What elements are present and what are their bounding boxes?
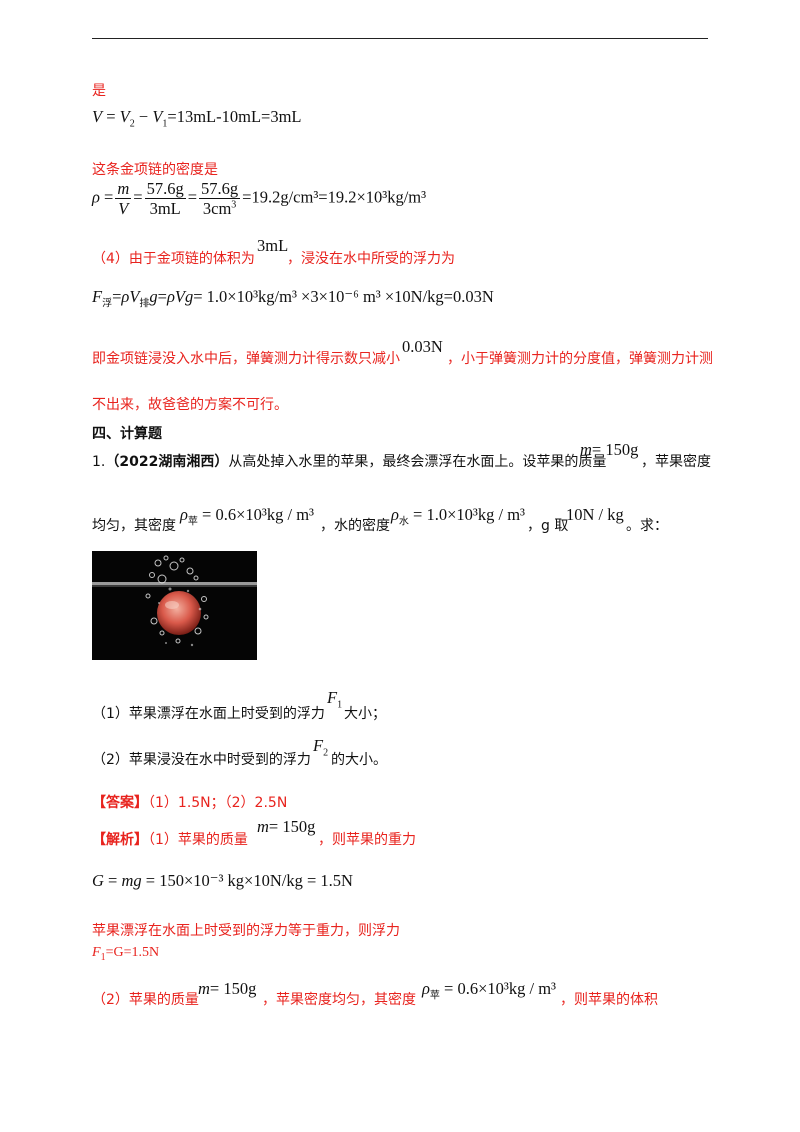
step2-mass: m= 150g: [198, 979, 257, 998]
analysis-text-a: （1）苹果的质量: [148, 832, 248, 848]
buoyancy-result: = 1.0×10³kg/m³ ×3×10⁻⁶ m³ ×10N/kg=0.03N: [193, 287, 494, 306]
decrease-value: 0.03N: [402, 337, 443, 356]
sub-question-2-b: 的大小。: [331, 752, 387, 768]
step2-text-a: （2）苹果的质量: [92, 992, 199, 1008]
text-shi: 是: [92, 83, 106, 99]
float-text: 苹果漂浮在水面上时受到的浮力等于重力，则浮力: [92, 923, 400, 939]
analysis-label: 【解析】: [92, 832, 148, 848]
question-text-e: ，g 取: [527, 518, 569, 534]
answer-line: 【答案】（1）1.5N；（2）2.5N: [92, 792, 287, 812]
step4-text-b: ，浸没在水中所受的浮力为: [287, 251, 455, 267]
step2-text-b: ，苹果密度均匀，其密度: [262, 992, 416, 1008]
question-number: 1.: [92, 454, 106, 470]
question-1-line-1: 1.（2022湖南湘西）从高处掉入水里的苹果，最终会漂浮在水面上。设苹果的质量: [92, 451, 606, 471]
step2-text-c: ，则苹果的体积: [560, 992, 658, 1008]
question-mass: m= 150g: [580, 440, 639, 459]
question-text-c: 均匀，其密度: [92, 518, 176, 534]
analysis-mass: m= 150g: [257, 817, 316, 836]
apple-density: ρ苹 = 0.6×10³kg / m³: [180, 505, 314, 528]
sub-question-1-b: 大小；: [344, 706, 386, 722]
gravity-equation: G = mg = 150×10⁻³ kg×10N/kg = 1.5N: [92, 871, 353, 890]
answer-label: 【答案】: [92, 795, 148, 811]
question-text-b: ，苹果密度: [641, 454, 711, 470]
section-title: 四、计算题: [92, 426, 162, 442]
water-density: ρ水 = 1.0×10³kg / m³: [391, 505, 525, 528]
gravity-result: = 150×10⁻³ kg×10N/kg = 1.5N: [145, 871, 353, 890]
sub-question-1-a: （1）苹果漂浮在水面上时受到的浮力: [92, 706, 325, 722]
decrease-text-b: ，小于弹簧测力计的分度值，弹簧测力计测: [447, 351, 713, 367]
sub-question-2-a: （2）苹果浸没在水中时受到的浮力: [92, 752, 311, 768]
symbol-f2: F2: [313, 736, 329, 759]
question-text-a: 从高处掉入水里的苹果，最终会漂浮在水面上。设苹果的质量: [228, 454, 607, 470]
apple-water-photo: [92, 551, 257, 660]
volume-equation: V = V2 − V1=13mL-10mL=3mL: [92, 107, 302, 130]
density-result: =19.2g/cm³=19.2×10³kg/m³: [242, 187, 427, 207]
analysis-text-b: ，则苹果的重力: [318, 832, 416, 848]
volume-result: =13mL-10mL=3mL: [167, 107, 302, 126]
answer-text: （1）1.5N；（2）2.5N: [148, 795, 288, 811]
gravity-constant: 10N / kg: [566, 505, 624, 524]
analysis-line: 【解析】（1）苹果的质量: [92, 829, 248, 849]
symbol-f1: F1: [327, 688, 343, 711]
header-rule: [92, 38, 708, 39]
step4-volume: 3mL: [257, 236, 289, 255]
decrease-text-a: 即金项链浸没入水中后，弹簧测力计得示数只减小: [92, 351, 400, 367]
decrease-text-c: 不出来，故爸爸的方案不可行。: [92, 397, 288, 413]
question-text-d: ，水的密度: [320, 518, 390, 534]
step2-density: ρ苹 = 0.6×10³kg / m³: [422, 979, 556, 1002]
question-text-f: 。求：: [626, 518, 668, 534]
density-intro: 这条金项链的密度是: [92, 162, 218, 178]
step4-text-a: （4）由于金项链的体积为: [92, 251, 255, 267]
apple-splash-illustration: [92, 551, 257, 660]
question-source: （2022湖南湘西）: [105, 454, 229, 470]
float-equation: F1=G=1.5N: [92, 945, 160, 963]
buoyancy-equation: F浮=ρV排g=ρVg= 1.0×10³kg/m³ ×3×10⁻⁶ m³ ×10…: [92, 287, 494, 310]
